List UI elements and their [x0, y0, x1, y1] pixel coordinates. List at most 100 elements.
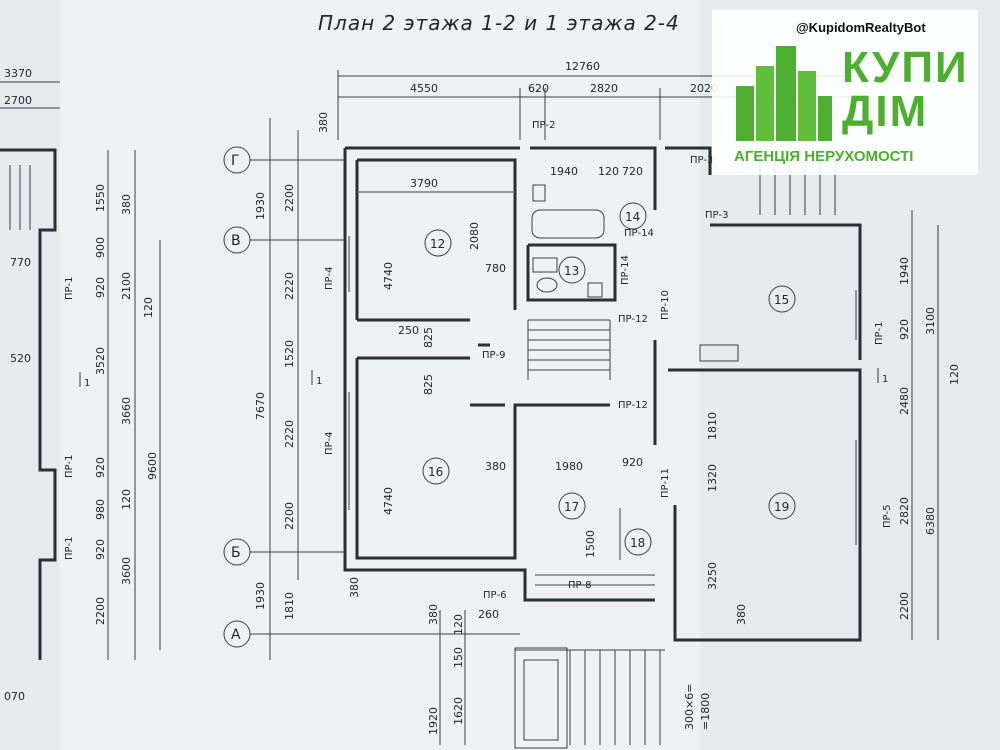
dim-3250: 3250 [706, 562, 719, 590]
dim-bottom-150: 150 [452, 647, 465, 668]
tag-pr10: ПР-10 [660, 290, 671, 320]
dim-left-overall: 3370 [4, 67, 32, 80]
dim-780: 780 [485, 262, 506, 275]
building-logo-icon [736, 46, 832, 141]
edge-tag-pr1-a: ПР-1 [64, 276, 75, 300]
dim-right-6380: 6380 [924, 507, 937, 535]
dim-top-2: 620 [528, 82, 549, 95]
section-mark-edge: 1 [84, 378, 90, 389]
dim-825-a: 825 [422, 327, 435, 348]
edge-tag-pr1-c: ПР-1 [64, 536, 75, 560]
dim-left-segment: 2700 [4, 94, 32, 107]
kitchen-stove [699, 344, 739, 362]
dim-1320: 1320 [706, 464, 719, 492]
dim-1980: 1980 [555, 460, 583, 473]
dim-bottom-1920: 1920 [427, 707, 440, 735]
agency-caption: АГЕНЦІЯ НЕРУХОМОСТІ [734, 148, 914, 165]
dim-380-mid: 380 [485, 460, 506, 473]
room-12: 12 [430, 237, 445, 251]
dim-overall: 12760 [565, 60, 600, 73]
room-dimensions: 3790 4740 4740 1940 720 120 2080 780 198… [357, 165, 748, 625]
dim-1810: 1810 [706, 412, 719, 440]
dim-left-380: 380 [317, 112, 330, 133]
dim-bottom-260: 260 [478, 608, 499, 621]
tag-pr9: ПР-9 [482, 350, 506, 361]
tag-pr3-b: ПР-3 [705, 210, 729, 221]
edge-dim-770: 770 [10, 256, 31, 269]
edge-dim-980: 980 [94, 499, 107, 520]
axis-label-b: Б [231, 545, 241, 561]
sink [532, 184, 546, 202]
dim-120-a: 120 [598, 165, 619, 178]
bottom-dimension-set: 1920 1620 150 120 260 380 300×6= =1800 [427, 604, 712, 745]
section-mark-left: 1 [316, 376, 322, 387]
dim-r12-width: 3790 [410, 177, 438, 190]
dim-top-3: 2820 [590, 82, 618, 95]
dim-920: 920 [622, 456, 643, 469]
axis-label-g: Г [231, 153, 240, 169]
edge-dim-120: 120 [142, 297, 155, 318]
tag-pr14-b: ПР-14 [620, 255, 631, 285]
right-dimension-set: 1940 920 3100 2480 2820 2200 6380 120 [898, 257, 961, 620]
dim-380-bottom: 380 [735, 604, 748, 625]
bot-handle: @KupidomRealtyBot [796, 20, 926, 35]
dim-left-2220a: 2220 [283, 272, 296, 300]
tag-pr14-a: ПР-14 [624, 228, 654, 239]
dim-right-920: 920 [898, 319, 911, 340]
tag-pr1: ПР-1 [874, 321, 885, 345]
dim-right-2200: 2200 [898, 592, 911, 620]
room-17: 17 [564, 500, 579, 514]
dim-top-1: 4550 [410, 82, 438, 95]
tag-pr4-b: ПР-4 [324, 431, 335, 455]
edge-dim-3660: 3660 [120, 397, 133, 425]
tag-pr6: ПР-6 [483, 590, 507, 601]
dim-top-4: 2020 [690, 82, 718, 95]
dim-r12-height: 4740 [382, 262, 395, 290]
edge-dim-3520: 3520 [94, 347, 107, 375]
dim-left-2200b: 2200 [283, 502, 296, 530]
room-15: 15 [774, 293, 789, 307]
edge-dim-3600: 3600 [120, 557, 133, 585]
room-18: 18 [630, 536, 645, 550]
left-edge-partial-plan: 1550 380 900 920 2100 120 3520 3660 9600… [0, 148, 161, 703]
edge-dim-380: 380 [120, 194, 133, 215]
edge-dim-1550: 1550 [94, 184, 107, 212]
dim-left-1810: 1810 [283, 592, 296, 620]
toilet [536, 277, 558, 293]
edge-dim-2100: 2100 [120, 272, 133, 300]
dim-bottom-1620: 1620 [452, 697, 465, 725]
dim-bottom-380: 380 [427, 604, 440, 625]
dim-left-1930: 1930 [254, 192, 267, 220]
room-13: 13 [564, 264, 579, 278]
room-19: 19 [774, 500, 789, 514]
dim-right-1940: 1940 [898, 257, 911, 285]
tag-pr12-a: ПР-12 [618, 314, 648, 325]
dim-bath-width: 1940 [550, 165, 578, 178]
dim-left-1930b: 1930 [254, 582, 267, 610]
dim-1500: 1500 [584, 530, 597, 558]
section-markers: 1 1 1 [79, 368, 888, 389]
edge-dim-120b: 120 [120, 489, 133, 510]
dim-left-2220b: 2220 [283, 420, 296, 448]
dim-right-2820: 2820 [898, 497, 911, 525]
dim-250: 250 [398, 324, 419, 337]
edge-dim-920b: 920 [94, 457, 107, 478]
edge-dim-920: 920 [94, 277, 107, 298]
opening-tags: ПР-2 ПР-3 ПР-3 ПР-4 ПР-4 ПР-9 ПР-10 ПР-1… [324, 120, 893, 601]
room-14: 14 [625, 210, 640, 224]
edge-dim-920c: 920 [94, 539, 107, 560]
tag-pr8: ПР-8 [568, 580, 592, 591]
dim-left-1520: 1520 [283, 340, 296, 368]
plan-title: План 2 этажа 1-2 и 1 этажа 2-4 [318, 11, 680, 35]
edge-dim-520: 520 [10, 352, 31, 365]
bathtub [531, 209, 605, 239]
agency-watermark: @KupidomRealtyBot КУПИ ДІМ АГЕНЦІЯ НЕРУХ… [712, 10, 978, 175]
tag-pr4-a: ПР-4 [324, 266, 335, 290]
edge-dim-2200: 2200 [94, 597, 107, 625]
stair-note: 300×6= [683, 684, 696, 730]
dim-825-b: 825 [422, 374, 435, 395]
dim-left-380b: 380 [348, 577, 361, 598]
edge-dim-9600: 9600 [146, 452, 159, 480]
dim-right-2480: 2480 [898, 387, 911, 415]
